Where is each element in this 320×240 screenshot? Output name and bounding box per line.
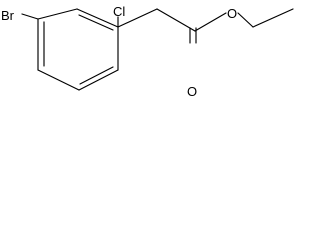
ring-bond-c2-c3-inner bbox=[78, 14, 114, 31]
ring-bond-c2-c3 bbox=[76, 8, 119, 28]
atom-ester-oxygen-label: O bbox=[227, 6, 237, 21]
bond-ethyl bbox=[252, 8, 294, 28]
structure-canvas: Br Cl O O bbox=[0, 0, 296, 98]
molecule-structure: Br Cl O O bbox=[1, 4, 294, 98]
ring-bond-c1-c2 bbox=[37, 8, 78, 20]
ring-bond-c5-c6 bbox=[37, 69, 80, 91]
bond-carbonyl-ester-oxygen bbox=[194, 12, 227, 32]
bond-ring-ch2 bbox=[117, 8, 158, 28]
bond-ch2-carbonyl bbox=[156, 8, 196, 32]
atom-chlorine-label: Cl bbox=[113, 4, 125, 19]
atom-bromine-label: Br bbox=[1, 8, 15, 23]
bond-ring-bromine bbox=[21, 13, 39, 20]
bond-ester-oxygen-ch2 bbox=[237, 12, 254, 28]
ring-bond-c4-c5 bbox=[78, 69, 119, 91]
atom-carbonyl-oxygen-label: O bbox=[187, 84, 197, 98]
ring-bond-c4-c5-inner bbox=[79, 66, 114, 85]
